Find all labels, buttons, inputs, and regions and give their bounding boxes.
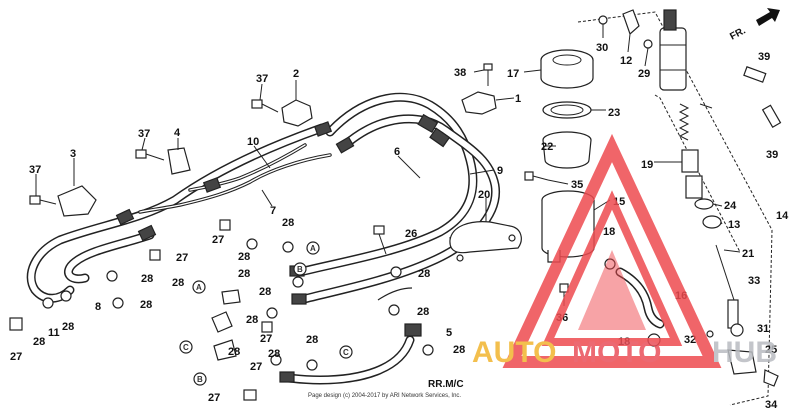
callout-28: 28 <box>228 346 240 358</box>
circle-label-a1: A <box>310 244 316 253</box>
front-direction-arrow: FR. <box>728 8 780 43</box>
callout-10: 10 <box>247 136 259 148</box>
watermark-text-moto: MOTO <box>572 336 661 369</box>
callout-28: 28 <box>268 348 280 360</box>
callout-37: 37 <box>256 73 268 85</box>
callout-numbers: 37 2 37 4 10 3 37 6 9 7 38 1 17 23 22 35… <box>10 42 789 411</box>
callout-28: 28 <box>306 334 318 346</box>
hose-assembly <box>26 92 665 385</box>
callout-28: 28 <box>172 277 184 289</box>
callout-25: 25 <box>765 344 777 356</box>
watermark-triangle-icon <box>502 133 722 368</box>
callout-12: 12 <box>620 55 632 67</box>
callout-19: 19 <box>641 159 653 171</box>
callout-22: 22 <box>541 141 553 153</box>
callout-33: 33 <box>748 275 760 287</box>
callout-28: 28 <box>238 251 250 263</box>
callout-9: 9 <box>497 165 503 177</box>
callout-31: 31 <box>757 323 769 335</box>
callout-8: 8 <box>95 301 101 313</box>
callout-14: 14 <box>776 210 789 222</box>
callout-4: 4 <box>174 127 181 139</box>
callout-5: 5 <box>446 327 452 339</box>
circle-label-a2: A <box>196 283 202 292</box>
callout-6: 6 <box>394 146 400 158</box>
arrow-icon <box>756 8 780 26</box>
watermark-text-auto: AUTO <box>472 336 556 369</box>
callout-38: 38 <box>454 67 466 79</box>
leader-lines <box>35 24 741 253</box>
callout-2: 2 <box>293 68 299 80</box>
callout-28: 28 <box>62 321 74 333</box>
callout-37: 37 <box>29 164 41 176</box>
callout-30: 30 <box>596 42 608 54</box>
watermark-logo: AUTO MOTO HUB <box>472 133 777 369</box>
callout-27: 27 <box>176 252 188 264</box>
callout-27: 27 <box>260 333 272 345</box>
callout-7: 7 <box>270 205 276 217</box>
callout-17: 17 <box>507 68 519 80</box>
callout-39: 39 <box>758 51 770 63</box>
callout-35: 35 <box>571 179 583 191</box>
callout-23: 23 <box>608 107 620 119</box>
callout-13: 13 <box>728 219 740 231</box>
callout-28: 28 <box>140 299 152 311</box>
callout-27: 27 <box>250 361 262 373</box>
callout-28: 28 <box>141 273 153 285</box>
callout-27: 27 <box>10 351 22 363</box>
callout-21: 21 <box>742 248 754 260</box>
watermark-text-hub: HUB <box>712 336 777 369</box>
circle-labels: A A B B C C <box>179 241 353 386</box>
callout-28: 28 <box>33 336 45 348</box>
callout-28: 28 <box>259 286 271 298</box>
callout-18: 18 <box>603 226 615 238</box>
callout-28: 28 <box>418 268 430 280</box>
copyright-text: Page design (c) 2004-2017 by ARI Network… <box>308 393 461 399</box>
callout-28: 28 <box>453 344 465 356</box>
callout-3: 3 <box>70 148 76 160</box>
callout-28: 28 <box>417 306 429 318</box>
circle-label-b1: B <box>297 265 303 274</box>
callout-28: 28 <box>282 217 294 229</box>
section-label: RR.M/C <box>428 379 464 390</box>
callout-24: 24 <box>724 200 737 212</box>
callout-26: 26 <box>405 228 417 240</box>
callout-27: 27 <box>212 234 224 246</box>
callout-27: 27 <box>208 392 220 404</box>
callout-28: 28 <box>238 268 250 280</box>
callout-11: 11 <box>48 327 60 339</box>
callout-34: 34 <box>765 399 778 411</box>
callout-28: 28 <box>246 314 258 326</box>
callout-29: 29 <box>638 68 650 80</box>
front-direction-label: FR. <box>728 25 748 42</box>
circle-label-b2: B <box>197 375 203 384</box>
callout-37: 37 <box>138 128 150 140</box>
hardware-group <box>9 99 434 401</box>
callout-1: 1 <box>515 93 521 105</box>
callout-20: 20 <box>478 189 490 201</box>
callout-39: 39 <box>766 149 778 161</box>
circle-label-c2: C <box>343 348 349 357</box>
circle-label-c1: C <box>183 343 189 352</box>
callout-32: 32 <box>684 334 696 346</box>
